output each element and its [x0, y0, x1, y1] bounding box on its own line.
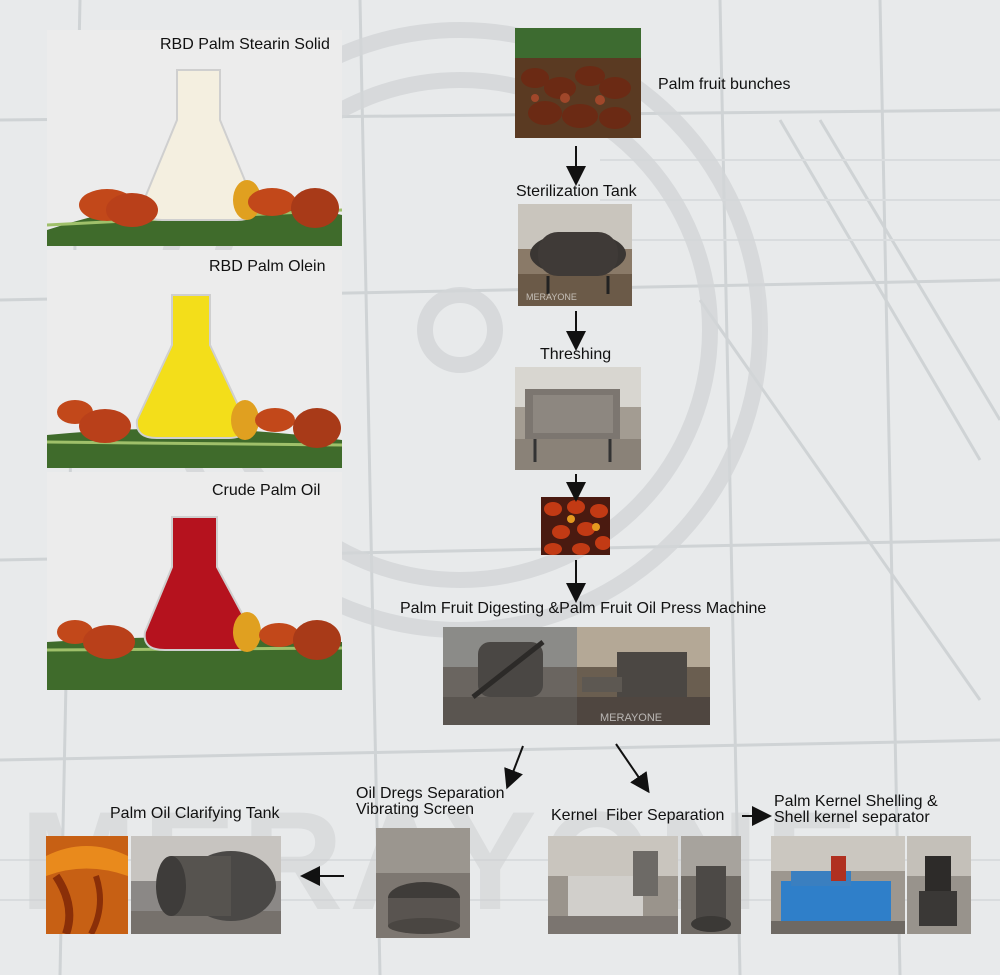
svg-text:MERAYONE: MERAYONE [526, 292, 577, 302]
product-panel-stearin: RBD Palm Stearin Solid [47, 30, 342, 246]
photo-sterilization-tank: MERAYONE [518, 204, 632, 306]
step-label-kernel-fiber: Kernel Fiber Separation [551, 807, 725, 824]
step-label-sterilization: Sterilization Tank [516, 183, 637, 200]
photo-kernel-fiber-separator [548, 836, 678, 934]
stearin-flask-illustration [47, 69, 342, 246]
step-label-threshing: Threshing [540, 346, 612, 363]
olein-flask-illustration [47, 294, 342, 468]
photo-threshing [515, 367, 641, 470]
photo-palm-fruit-bunches [515, 28, 641, 138]
photo-loose-palm-fruits [541, 497, 610, 555]
photo-digesting-machine [443, 627, 577, 725]
watermark-brand: MERAYONE [600, 712, 663, 724]
photo-kernel-fiber-detail [681, 836, 741, 934]
product-panel-olein: RBD Palm Olein [47, 250, 342, 468]
photo-kernel-shelling-machine [771, 836, 905, 934]
step-label-clarifying: Palm Oil Clarifying Tank [110, 805, 280, 822]
product-label-crude: Crude Palm Oil [212, 482, 321, 499]
step-label-press: Palm Fruit Digesting &Palm Fruit Oil Pre… [400, 600, 767, 617]
photo-clarifying-tank [131, 836, 281, 934]
step-label-dregs-line2: Vibrating Screen [356, 801, 474, 818]
product-label-stearin: RBD Palm Stearin Solid [160, 36, 330, 53]
photo-oil-press-machine [577, 627, 710, 725]
product-panel-crude: Crude Palm Oil [47, 472, 342, 690]
step-label-dregs-line1: Oil Dregs Separation [356, 785, 505, 802]
step-label-shelling-line2: Shell kernel separator [774, 809, 930, 826]
step-label-shelling: Palm Kernel Shelling & Shell kernel sepa… [774, 794, 938, 826]
photo-shell-kernel-separator [907, 836, 971, 934]
step-label-bunches: Palm fruit bunches [658, 76, 791, 93]
step-label-shelling-line1: Palm Kernel Shelling & [774, 793, 938, 810]
crude-flask-illustration [47, 516, 342, 690]
product-label-olein: RBD Palm Olein [209, 258, 326, 275]
photo-vibrating-screen [376, 828, 470, 938]
step-label-dregs: Oil Dregs Separation Vibrating Screen [356, 786, 505, 818]
photo-clarified-oil [46, 836, 128, 934]
